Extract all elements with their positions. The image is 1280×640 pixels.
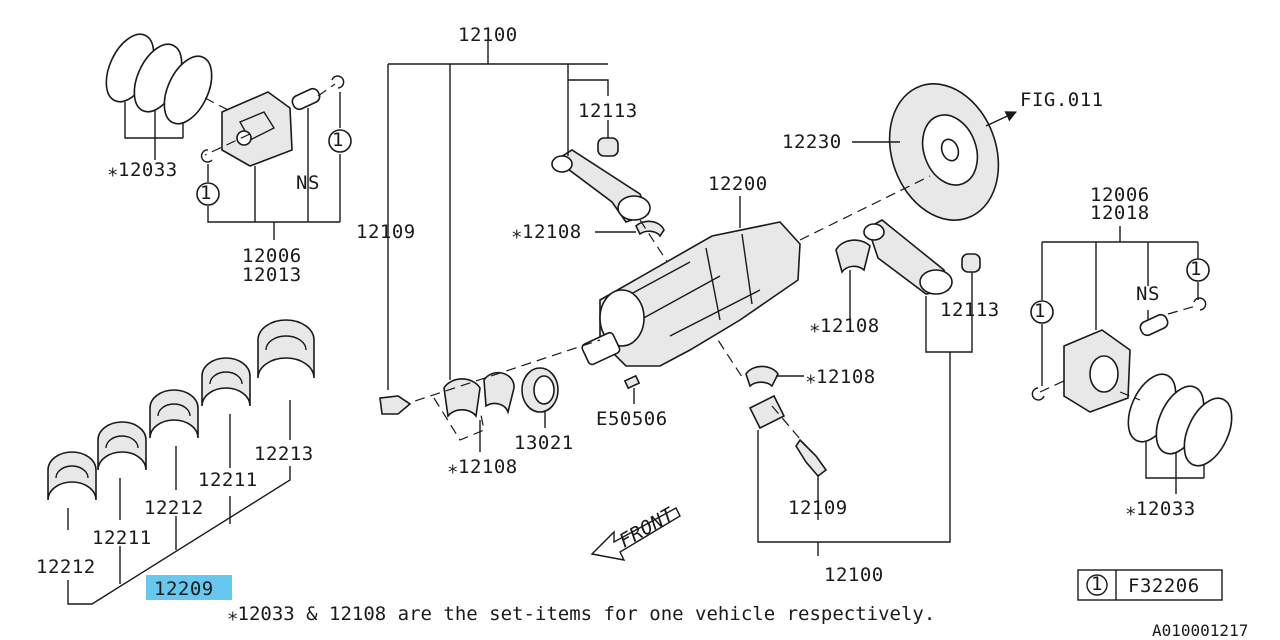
rod-cap-right[interactable] [748, 394, 786, 430]
connecting-rod-left[interactable] [551, 149, 651, 223]
part-label-12006-right[interactable]: 12006 [1090, 184, 1150, 206]
part-label-12108-a[interactable]: ⁎12108 [512, 221, 582, 243]
bolt-12109-right[interactable] [795, 438, 828, 478]
part-label-12212-b[interactable]: 12212 [144, 497, 204, 519]
diagram-id: A010001217 [1152, 621, 1248, 640]
flywheel-12230[interactable] [871, 68, 1017, 235]
bearing-12212-a[interactable] [47, 451, 97, 501]
snap-clip-left-a[interactable] [200, 149, 213, 163]
part-label-12209[interactable]: 12209 [154, 578, 214, 600]
legend-circle-number: 1 [1091, 573, 1103, 595]
part-label-12113-left[interactable]: 12113 [578, 100, 638, 122]
bearing-12213[interactable] [257, 319, 315, 379]
part-label-12100-bottom[interactable]: 12100 [824, 564, 884, 586]
part-label-12211-a[interactable]: 12211 [92, 527, 152, 549]
circled-ref-1 [328, 129, 352, 153]
rod-bearing-12108-c[interactable] [835, 239, 871, 274]
snap-clip-right-a[interactable] [1031, 387, 1045, 401]
bearing-12211-a[interactable] [97, 421, 147, 471]
part-label-13021[interactable]: 13021 [514, 432, 574, 454]
snap-clip-left-b[interactable] [331, 75, 345, 89]
woodruff-key-e50506[interactable] [623, 374, 641, 390]
piston-assembly-left [105, 33, 352, 240]
part-label-12108-d[interactable]: ⁎12108 [806, 366, 876, 388]
circle-ref-number: 1 [332, 129, 344, 151]
part-label-12033-left[interactable]: ⁎12033 [108, 159, 178, 181]
bearing-12212-b[interactable] [149, 389, 199, 439]
piston-pin-right[interactable] [1138, 313, 1169, 338]
piston-left[interactable] [221, 91, 293, 167]
bearing-12211-b[interactable] [201, 357, 251, 407]
crank-gear-13021[interactable] [521, 367, 559, 413]
part-label-12211-b[interactable]: 12211 [198, 469, 258, 491]
part-label-12213[interactable]: 12213 [254, 443, 314, 465]
thrust-bearing-upper[interactable] [443, 378, 481, 419]
part-label-12109-left[interactable]: 12109 [356, 221, 416, 243]
circle-ref-number: 1 [1190, 258, 1202, 280]
part-label-12109-right[interactable]: 12109 [788, 497, 848, 519]
conrod-bushing-right[interactable] [961, 253, 981, 273]
piston-assembly-right [1030, 226, 1242, 494]
circled-ref-1 [196, 182, 220, 206]
conrod-bushing-top[interactable] [597, 137, 619, 157]
bolt-12109-left[interactable] [379, 395, 412, 415]
front-label: FRONT [616, 503, 680, 552]
rod-bearing-12108-b[interactable] [483, 371, 515, 415]
part-label-ns-left: NS [296, 172, 320, 194]
part-label-12033-right[interactable]: ⁎12033 [1126, 498, 1196, 520]
main-bearing-set [47, 319, 315, 605]
connecting-rod-right[interactable] [863, 219, 953, 295]
part-label-12212-a[interactable]: 12212 [36, 556, 96, 578]
part-label-12230[interactable]: 12230 [782, 131, 842, 153]
rod-bearing-12108-a[interactable] [635, 220, 665, 238]
part-label-fig011[interactable]: FIG.011 [1020, 89, 1104, 111]
part-label-12200[interactable]: 12200 [708, 173, 768, 195]
piston-ring-r3[interactable] [1175, 391, 1242, 473]
part-label-12113-right[interactable]: 12113 [940, 299, 1000, 321]
part-label-12100-top[interactable]: 12100 [458, 24, 518, 46]
crankshaft[interactable] [581, 221, 801, 367]
part-label-12018[interactable]: 12018 [1090, 202, 1150, 224]
circle-ref-number: 1 [200, 182, 212, 204]
piston-pin-left[interactable] [290, 87, 321, 112]
part-label-12006-left[interactable]: 12006 [242, 245, 302, 267]
part-label-e50506[interactable]: E50506 [596, 408, 668, 430]
circled-ref-1 [1186, 258, 1210, 282]
part-label-12108-b[interactable]: ⁎12108 [448, 456, 518, 478]
front-direction-arrow [590, 507, 681, 561]
part-label-ns-right: NS [1136, 283, 1160, 305]
footnote: ⁎12033 & 12108 are the set-items for one… [228, 603, 935, 625]
reference-legend [1077, 569, 1223, 601]
circle-ref-number: 1 [1034, 300, 1046, 322]
snap-clip-right-b[interactable] [1193, 297, 1207, 311]
legend-code: F32206 [1128, 575, 1200, 597]
rod-bearing-12108-d[interactable] [745, 365, 779, 388]
circled-ref-1 [1030, 300, 1054, 324]
highlight-12209 [146, 575, 232, 600]
part-label-12013[interactable]: 12013 [242, 264, 302, 286]
part-label-12108-c[interactable]: ⁎12108 [810, 315, 880, 337]
